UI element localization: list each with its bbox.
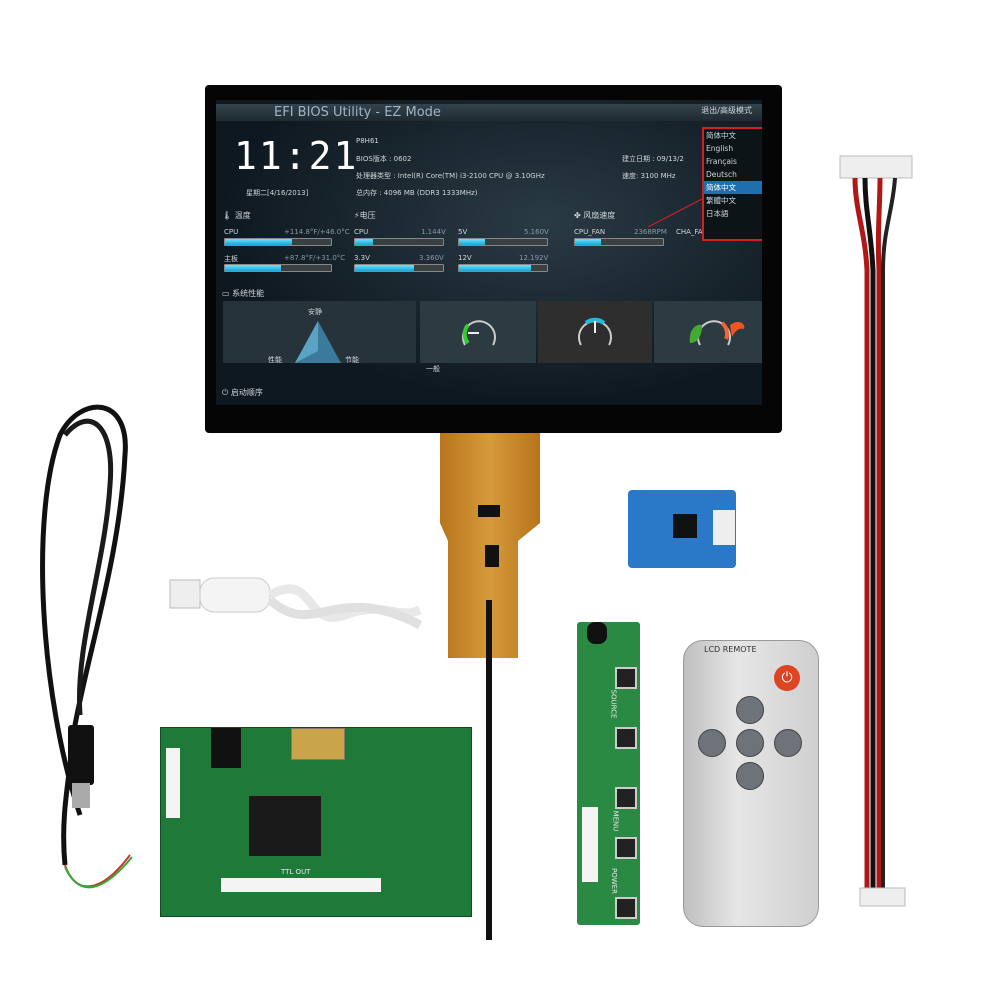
key-button[interactable] bbox=[615, 837, 637, 859]
language-option[interactable]: 简体中文 bbox=[704, 181, 762, 194]
volt-value: 3.360V bbox=[419, 254, 444, 262]
fan-value: 2368RPM bbox=[634, 228, 667, 236]
date: 星期二[4/16/2013] bbox=[246, 189, 309, 197]
voltage-heading: ⚡电压 bbox=[354, 211, 376, 220]
volt-label: CPU bbox=[354, 228, 369, 236]
hdmi-port bbox=[291, 728, 345, 760]
clock: 11:21 bbox=[234, 134, 359, 178]
performance-triangle-panel[interactable]: 安静 性能 节能 bbox=[223, 301, 416, 364]
language-option[interactable]: 繁體中文 bbox=[706, 196, 736, 205]
performance-label: 性能 bbox=[268, 356, 282, 364]
menu-label: MENU bbox=[611, 810, 620, 832]
left-button[interactable] bbox=[698, 729, 726, 757]
monitor-icon: ▭ bbox=[222, 289, 230, 298]
mode-label: 一般 bbox=[426, 365, 440, 373]
cpu-speed: 速度: 3100 MHz bbox=[622, 172, 676, 180]
source-label: SOURCE bbox=[609, 689, 618, 719]
lightning-icon: ⚡ bbox=[354, 211, 360, 220]
exit-advanced-button[interactable]: 退出/高级模式 bbox=[701, 106, 752, 115]
triangle-icon bbox=[295, 321, 341, 363]
micro-usb-cable bbox=[169, 577, 423, 629]
ic-chip bbox=[478, 505, 500, 517]
ttl-connector bbox=[221, 878, 381, 892]
volt-value: 5.160V bbox=[524, 228, 549, 236]
bios-title: EFI BIOS Utility - EZ Mode bbox=[274, 105, 441, 120]
thermometer-icon: 🌡 bbox=[222, 211, 233, 220]
fan-label: CHA_FAN bbox=[676, 228, 708, 236]
power-button[interactable]: ⏻ bbox=[774, 665, 800, 691]
temp-label: CPU bbox=[224, 228, 239, 236]
fan-bar bbox=[574, 238, 664, 246]
ok-button[interactable] bbox=[736, 729, 764, 757]
language-selected[interactable]: 简体中文 bbox=[706, 131, 736, 140]
volt-value: 12.192V bbox=[519, 254, 549, 262]
fan-label: CPU_FAN bbox=[574, 228, 606, 236]
ir-remote: LCD REMOTE ⏻ bbox=[683, 640, 819, 927]
volt-value: 1.144V bbox=[421, 228, 446, 236]
energy-label: 节能 bbox=[345, 356, 359, 364]
language-option[interactable]: Français bbox=[706, 157, 737, 166]
boot-order: ⏻ 启动顺序 bbox=[222, 388, 263, 397]
down-button[interactable] bbox=[736, 762, 764, 790]
memory: 总内存 : 4096 MB (DDR3 1333MHz) bbox=[356, 189, 478, 197]
mode-asus-optimal[interactable] bbox=[538, 301, 652, 363]
cpu-type: 处理器类型 : Intel(R) Core(TM) i3-2100 CPU @ … bbox=[356, 172, 545, 180]
volt-label: 3.3V bbox=[354, 254, 370, 262]
mode-normal[interactable] bbox=[420, 301, 536, 363]
key-button[interactable] bbox=[615, 667, 637, 689]
volt-label: 12V bbox=[458, 254, 472, 262]
hdmi-driver-board: TTL OUT bbox=[160, 727, 472, 917]
temp-bar bbox=[224, 238, 332, 246]
quiet-label: 安静 bbox=[308, 308, 322, 316]
ir-receiver bbox=[587, 622, 607, 644]
up-button[interactable] bbox=[736, 696, 764, 724]
language-option[interactable]: 日本語 bbox=[706, 209, 729, 218]
power-icon: ⏻ bbox=[222, 388, 229, 397]
touch-controller-chip bbox=[485, 545, 499, 567]
temp-bar bbox=[224, 264, 332, 272]
ttl-out-label: TTL OUT bbox=[281, 868, 311, 876]
build-date: 建立日期 : 09/13/2 bbox=[622, 155, 684, 163]
mode-power-saving[interactable] bbox=[654, 301, 762, 363]
performance-heading: ▭ 系统性能 bbox=[222, 289, 265, 298]
right-button[interactable] bbox=[774, 729, 802, 757]
language-option[interactable]: English bbox=[706, 144, 734, 153]
temp-value: +87.8°F/+31.0°C bbox=[284, 254, 346, 262]
ribbon-cable bbox=[839, 155, 913, 907]
volt-bar bbox=[458, 238, 548, 246]
volt-bar bbox=[458, 264, 548, 272]
main-chip bbox=[249, 796, 321, 856]
keypad-board: SOURCE MENU POWER bbox=[577, 622, 640, 925]
fan-icon: ✤ bbox=[574, 211, 581, 220]
key-button[interactable] bbox=[615, 897, 637, 919]
audio-jack bbox=[211, 728, 241, 768]
gauge-green-icon bbox=[462, 320, 496, 346]
touch-tail-cable bbox=[486, 600, 492, 940]
bios-version: BIOS版本 : 0602 bbox=[356, 155, 412, 163]
language-dropdown[interactable]: 简体中文 English Français Deutsch 简体中文 繁體中文 … bbox=[702, 127, 762, 241]
key-button[interactable] bbox=[615, 787, 637, 809]
model: P8H61 bbox=[356, 137, 379, 145]
key-button[interactable] bbox=[615, 727, 637, 749]
temperature-heading: 🌡 温度 bbox=[222, 211, 251, 220]
fan-heading: ✤ 风扇速度 bbox=[574, 211, 616, 220]
language-option[interactable]: Deutsch bbox=[706, 170, 737, 179]
volt-bar bbox=[354, 238, 444, 246]
remote-label: LCD REMOTE bbox=[704, 645, 757, 654]
volt-bar bbox=[354, 264, 444, 272]
bios-screen: EFI BIOS Utility - EZ Mode 退出/高级模式 11:21… bbox=[216, 100, 762, 405]
temp-label: 主板 bbox=[224, 255, 238, 263]
temp-value: +114.8°F/+46.0°C bbox=[284, 228, 350, 236]
red-arrow-annotation bbox=[647, 198, 703, 228]
power-label: POWER bbox=[609, 868, 618, 894]
gauge-blue-icon bbox=[578, 317, 612, 346]
usb-touch-board bbox=[628, 490, 736, 568]
gauge-eco-fire-icon bbox=[689, 320, 745, 346]
usb-cable bbox=[40, 404, 133, 889]
volt-label: 5V bbox=[458, 228, 468, 236]
title-bar bbox=[216, 104, 762, 121]
